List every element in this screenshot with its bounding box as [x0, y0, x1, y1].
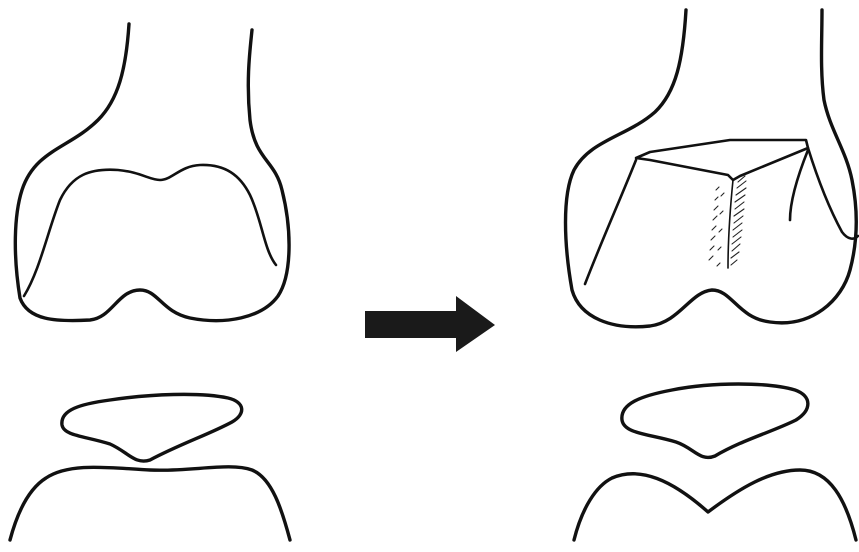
panel-before [10, 24, 290, 540]
right-condyle-line [808, 148, 858, 239]
left-trochlea-outline [24, 165, 276, 296]
trochlear-groove-center [728, 180, 733, 268]
right-arrow-icon [365, 296, 495, 352]
trochlear-lateral-line [585, 160, 636, 284]
right-tibia [574, 470, 856, 540]
left-femur-outline [15, 24, 289, 321]
trochlear-medial-line [790, 150, 808, 220]
left-tibia [10, 467, 290, 540]
right-patella [622, 384, 808, 457]
trochlear-cut-top [636, 140, 808, 180]
arrow-shape [365, 296, 495, 352]
right-femur-outline [566, 10, 857, 327]
left-patella [62, 394, 242, 461]
panel-after [566, 10, 859, 540]
